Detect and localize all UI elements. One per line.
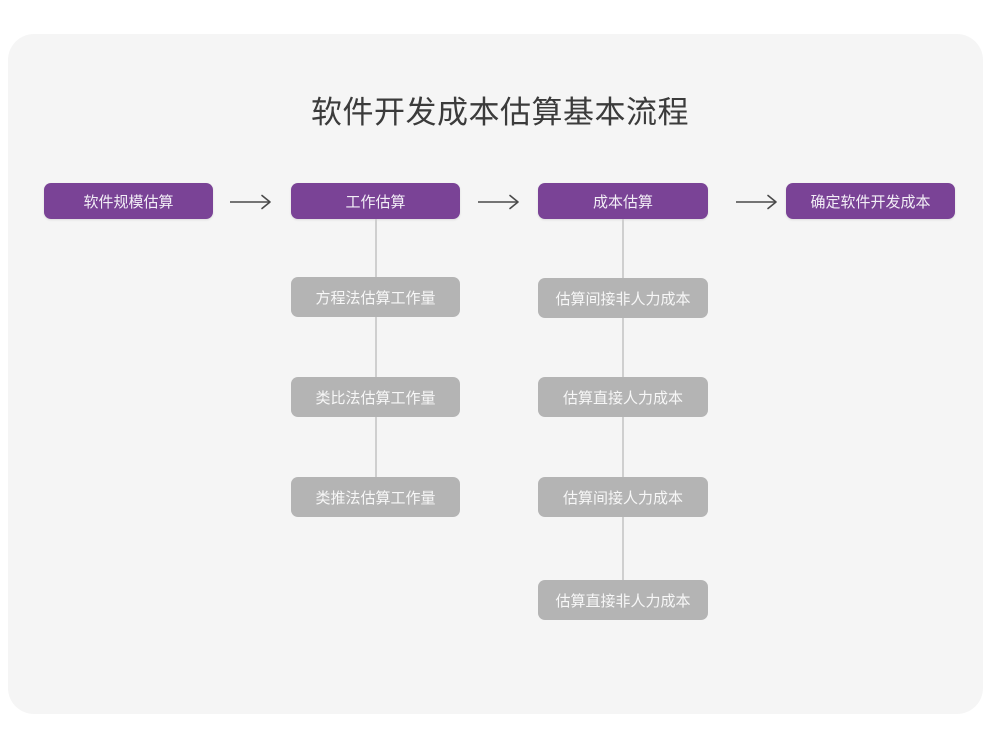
stage-box-determine-development-cost[interactable]: 确定软件开发成本: [786, 183, 955, 219]
arrow-right-icon: [229, 193, 277, 211]
connector-line: [622, 318, 624, 377]
diagram-title: 软件开发成本估算基本流程: [311, 95, 689, 130]
stage-box-cost-estimation[interactable]: 成本估算: [538, 183, 708, 219]
arrow-right-icon: [477, 193, 525, 211]
sub-box-effort-inference-method[interactable]: 类推法估算工作量: [291, 477, 460, 517]
sub-box-effort-analogy-method[interactable]: 类比法估算工作量: [291, 377, 460, 417]
diagram-card: [8, 34, 983, 714]
sub-box-direct-labor-cost[interactable]: 估算直接人力成本: [538, 377, 708, 417]
sub-box-label: 估算直接非人力成本: [555, 592, 691, 610]
sub-box-label: 估算间接人力成本: [562, 489, 683, 507]
stage-box-label: 确定软件开发成本: [810, 193, 931, 211]
stage-box-label: 软件规模估算: [83, 193, 174, 211]
connector-line: [375, 317, 377, 377]
connector-line: [375, 417, 377, 477]
stage-box-software-scale-estimation[interactable]: 软件规模估算: [44, 183, 213, 219]
sub-box-label: 类比法估算工作量: [315, 389, 436, 407]
sub-box-label: 方程法估算工作量: [315, 289, 436, 307]
sub-box-indirect-labor-cost[interactable]: 估算间接人力成本: [538, 477, 708, 517]
sub-box-label: 估算直接人力成本: [562, 389, 683, 407]
stage-box-label: 工作估算: [345, 193, 406, 211]
sub-box-direct-nonlabor-cost[interactable]: 估算直接非人力成本: [538, 580, 708, 620]
connector-line: [622, 517, 624, 580]
sub-box-indirect-nonlabor-cost[interactable]: 估算间接非人力成本: [538, 278, 708, 318]
stage-box-label: 成本估算: [592, 193, 653, 211]
sub-box-effort-equation-method[interactable]: 方程法估算工作量: [291, 277, 460, 317]
connector-line: [375, 219, 377, 281]
arrow-right-icon: [735, 193, 783, 211]
sub-box-label: 估算间接非人力成本: [555, 290, 691, 308]
sub-box-label: 类推法估算工作量: [315, 489, 436, 507]
connector-line: [622, 417, 624, 477]
connector-line: [622, 219, 624, 278]
stage-box-effort-estimation[interactable]: 工作估算: [291, 183, 460, 219]
